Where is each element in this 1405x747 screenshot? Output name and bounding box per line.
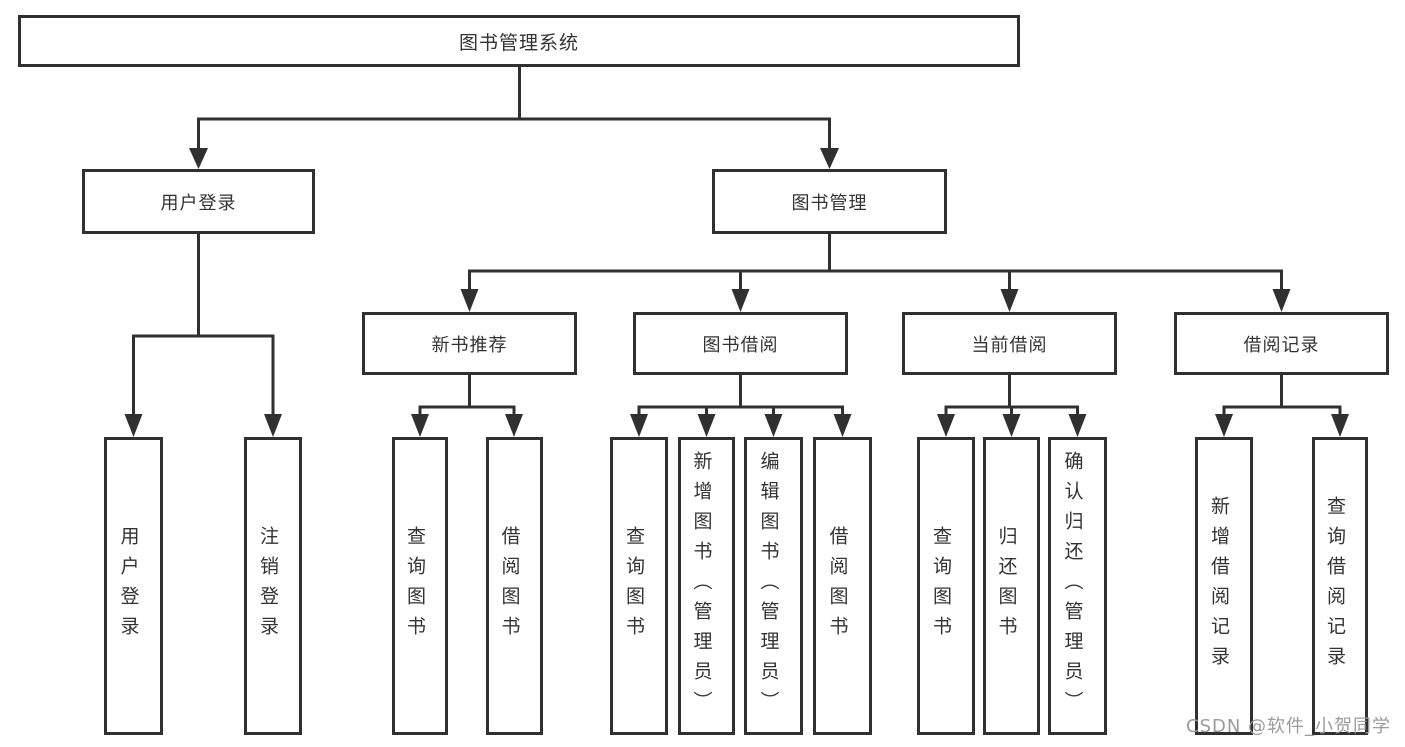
- node-label: 图书管理系统: [458, 31, 579, 54]
- node-label: 新增借阅记录: [1208, 496, 1230, 676]
- node-root: 图书管理系统: [18, 15, 1020, 67]
- node-label: 查询借阅记录: [1324, 496, 1346, 676]
- node-label: 图书管理: [791, 192, 868, 214]
- node-leaf-return-books: 归还图书: [983, 437, 1040, 735]
- node-leaf-add-books-admin: 新增图书（管理员）: [678, 437, 735, 735]
- node-label: 用户登录: [160, 192, 237, 214]
- node-leaf-borrow-books-borrowing: 借阅图书: [813, 437, 872, 735]
- node-leaf-query-borrow-record: 查询借阅记录: [1312, 437, 1368, 735]
- node-label: 新书推荐: [431, 334, 508, 356]
- node-leaf-user-login: 用户登录: [104, 437, 163, 735]
- node-leaf-edit-books-admin: 编辑图书（管理员）: [744, 437, 803, 735]
- node-label: 用户登录: [117, 526, 140, 646]
- csdn-watermark: CSDN @软件_小贺同学: [1186, 716, 1392, 737]
- node-leaf-query-books-recommend: 查询图书: [392, 437, 448, 735]
- node-leaf-query-books-borrowing: 查询图书: [610, 437, 668, 735]
- node-label: 当前借阅: [971, 334, 1048, 356]
- node-label: 借阅图书: [498, 526, 521, 646]
- node-label: 查询图书: [404, 526, 426, 646]
- node-label: 借阅图书: [826, 526, 849, 646]
- node-borrowing-records: 借阅记录: [1174, 312, 1389, 375]
- node-current-borrowing: 当前借阅: [902, 312, 1117, 375]
- node-leaf-query-books-current: 查询图书: [917, 437, 975, 735]
- node-label: 借阅记录: [1243, 334, 1320, 356]
- node-label: 归还图书: [995, 526, 1018, 646]
- node-leaf-confirm-return-admin: 确认归还（管理员）: [1048, 437, 1107, 735]
- node-leaf-add-borrow-record: 新增借阅记录: [1195, 437, 1253, 735]
- node-label: 查询图书: [623, 526, 645, 646]
- node-leaf-borrow-books-recommend: 借阅图书: [486, 437, 543, 735]
- node-new-book-recommend: 新书推荐: [362, 312, 577, 375]
- node-user-login: 用户登录: [82, 169, 315, 234]
- node-label: 确认归还（管理员）: [1061, 451, 1084, 721]
- node-label: 查询图书: [930, 526, 952, 646]
- node-label: 图书借阅: [702, 334, 779, 356]
- node-book-management: 图书管理: [712, 169, 947, 234]
- node-label: 新增图书（管理员）: [690, 451, 713, 721]
- node-book-borrowing: 图书借阅: [633, 312, 848, 375]
- node-leaf-logout: 注销登录: [244, 437, 302, 735]
- node-label: 注销登录: [257, 526, 279, 646]
- node-label: 编辑图书（管理员）: [757, 451, 780, 721]
